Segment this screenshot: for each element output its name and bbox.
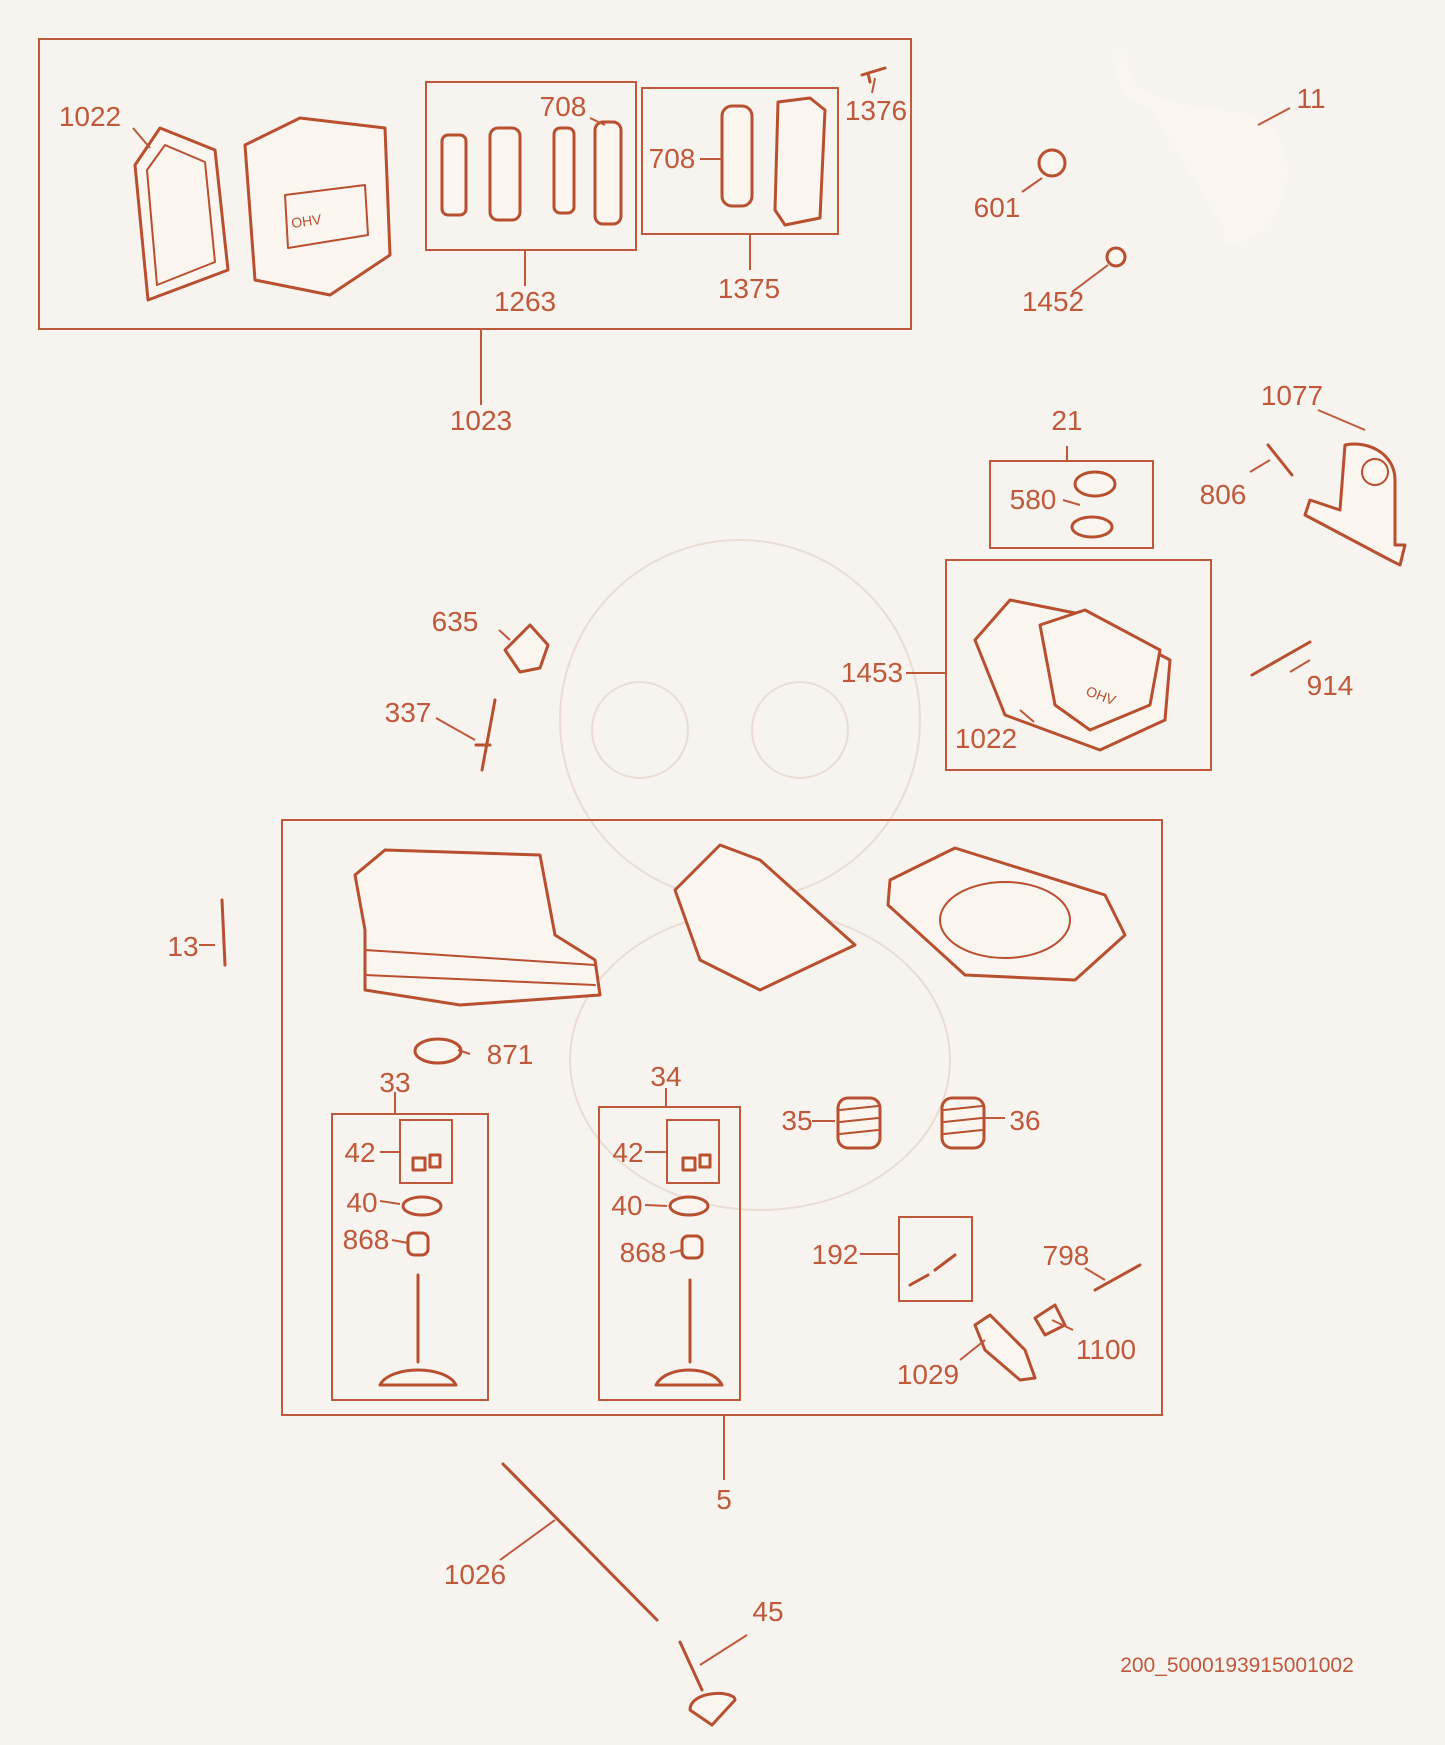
callout-1376: 1376 — [845, 95, 907, 126]
valve-spring-35-part — [836, 1096, 882, 1150]
callout-1022-top: 1022 — [59, 101, 121, 132]
callout-36: 36 — [1009, 1105, 1040, 1136]
callout-601: 601 — [974, 192, 1021, 223]
callout-1263: 1263 — [494, 286, 556, 317]
callout-33: 33 — [379, 1067, 410, 1098]
seal-871-part — [413, 1037, 463, 1065]
frame-21 — [989, 460, 1154, 549]
spark-plug-boot-part — [503, 623, 550, 674]
frame-42a — [399, 1119, 453, 1184]
callout-40-left: 40 — [346, 1187, 377, 1218]
push-rod-guide-part — [1033, 1303, 1067, 1337]
cylinder-head-part — [353, 848, 602, 1007]
callout-35: 35 — [781, 1105, 812, 1136]
valve-34-parts — [654, 1153, 724, 1387]
frame-34 — [598, 1106, 741, 1401]
valve-33-parts — [378, 1153, 458, 1387]
callout-21: 21 — [1051, 405, 1082, 436]
frame-1263 — [425, 81, 637, 251]
callout-806: 806 — [1200, 479, 1247, 510]
valve-cover-part: OHV — [243, 116, 392, 297]
frame-33 — [331, 1113, 489, 1401]
breather-kit-part — [440, 120, 623, 226]
callout-580: 580 — [1010, 484, 1057, 515]
callout-11: 11 — [1296, 83, 1325, 114]
callout-1452: 1452 — [1022, 286, 1084, 317]
spark-plug-part — [474, 698, 497, 772]
breather-tube-part — [1118, 58, 1282, 240]
callout-1029: 1029 — [897, 1359, 959, 1390]
callout-1022-kit: 1022 — [955, 723, 1017, 754]
bolt-806-part — [1266, 443, 1294, 477]
bolt-13-part — [220, 898, 227, 967]
callout-868-left: 868 — [343, 1224, 390, 1255]
callout-1100: 1100 — [1076, 1334, 1136, 1365]
push-rod-part — [501, 1462, 659, 1622]
callout-192: 192 — [812, 1239, 859, 1270]
valve-cover-gasket-part — [133, 126, 230, 302]
callout-13: 13 — [167, 931, 198, 962]
breather-cover-part — [720, 96, 827, 227]
callout-868-right: 868 — [620, 1237, 667, 1268]
hose-clamp-1452-part — [1105, 246, 1127, 268]
bracket-hole — [1361, 458, 1389, 486]
callout-708-right: 708 — [649, 143, 696, 174]
callout-5: 5 — [716, 1484, 732, 1515]
callout-1375: 1375 — [718, 273, 780, 304]
leader-lines — [132, 77, 1366, 1666]
callout-1023: 1023 — [450, 405, 512, 436]
callout-42-right: 42 — [612, 1137, 643, 1168]
callout-914: 914 — [1307, 670, 1354, 701]
bracket-part — [1303, 442, 1407, 567]
callout-1077: 1077 — [1261, 380, 1323, 411]
callout-871: 871 — [487, 1039, 534, 1070]
callout-1453: 1453 — [841, 657, 903, 688]
callout-42-left: 42 — [344, 1137, 375, 1168]
callout-1026: 1026 — [444, 1559, 506, 1590]
callout-635: 635 — [432, 606, 479, 637]
head-gasket-part — [886, 846, 1127, 982]
rocker-arm-part — [973, 1313, 1037, 1382]
callout-708-left: 708 — [540, 91, 587, 122]
drawing-code: 200_5000193915001002 — [1120, 1654, 1354, 1677]
callout-798: 798 — [1043, 1240, 1090, 1271]
oil-fill-cap-part — [1070, 470, 1117, 539]
nut-stud-192-part — [908, 1253, 957, 1287]
screw-1376-part — [860, 66, 887, 84]
callout-337: 337 — [385, 697, 432, 728]
frame-1375 — [641, 87, 839, 235]
hose-clamp-601-part — [1037, 148, 1067, 178]
valve-spring-36-part — [940, 1096, 986, 1150]
callout-34: 34 — [650, 1061, 681, 1092]
frame-192 — [898, 1216, 973, 1302]
tappet-part — [678, 1640, 737, 1727]
rocker-cover-gasket-part — [673, 843, 857, 992]
svg-text:OHV: OHV — [290, 211, 323, 231]
frame-1023 — [38, 38, 912, 330]
callout-45: 45 — [752, 1596, 783, 1627]
bolt-914-part — [1250, 640, 1312, 677]
breather-tube-inner — [1113, 53, 1288, 245]
frame-42b — [666, 1119, 720, 1184]
frame-1453 — [945, 559, 1212, 771]
bolt-798-part — [1093, 1263, 1142, 1292]
frame-5 — [281, 819, 1163, 1416]
callout-40-right: 40 — [611, 1190, 642, 1221]
